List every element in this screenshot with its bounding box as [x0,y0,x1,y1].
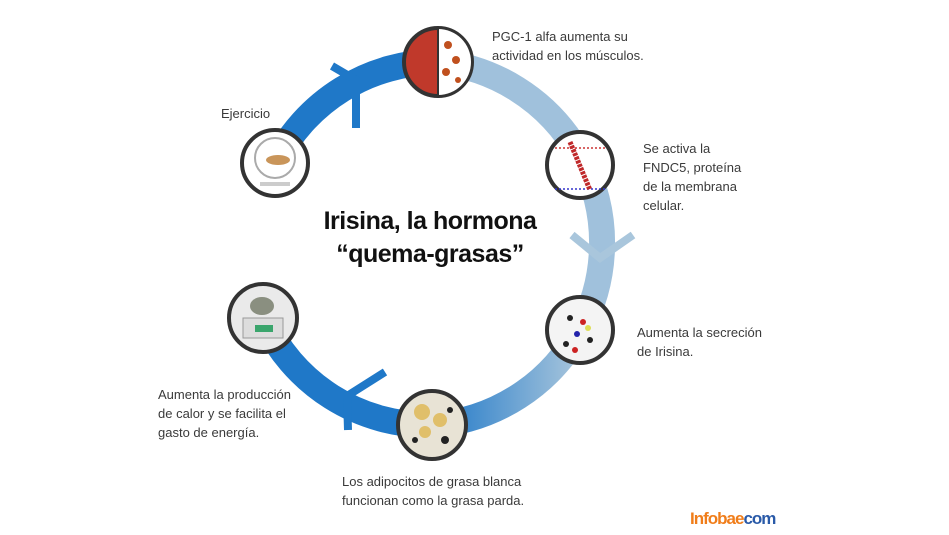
hamster-wheel-icon [254,137,296,186]
molecule-icon-circle [545,295,615,365]
step-label-heat: Aumenta la producción de calor y se faci… [158,387,291,440]
arrow-chevron-right [569,231,636,264]
step-label-irisin: Aumenta la secreción de Irisina. [637,325,763,359]
membrane-protein-icon [555,141,605,191]
infobae-logo: Infobaecom [690,509,776,528]
molecule-icon [563,315,593,353]
fat-cells-icon [412,404,453,444]
arrow-chevron-top [329,62,360,128]
step-label-adipocytes: Los adipocitos de grasa blanca funcionan… [342,474,525,508]
step-label-exercise: Ejercicio [221,106,271,121]
muscle-tissue-icon [437,28,471,96]
arrow-chevron-bottom [342,368,388,431]
diagram-title: Irisina, la hormona “quema-grasas” [323,207,537,268]
fat-cells-icon-circle [396,389,468,461]
mouse-on-scale-icon [242,297,284,339]
step-label-fndc5: Se activa la FNDC5, proteína de la membr… [643,141,742,213]
step-label-pgc1: PGC-1 alfa aumenta su actividad en los m… [492,29,644,63]
